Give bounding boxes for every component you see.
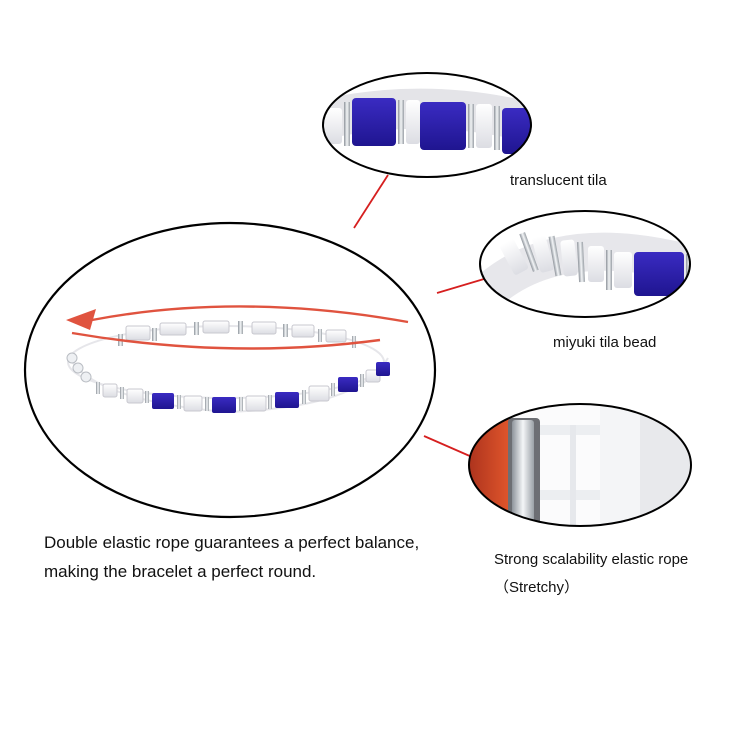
detail-miyuki-tila-bead [479, 210, 691, 318]
rotation-arrow [66, 305, 409, 350]
leader-lines [353, 174, 485, 458]
leader-line-2 [436, 278, 485, 294]
leader-line-1 [353, 174, 389, 229]
caption-line-1: Double elastic rope guarantees a perfect… [44, 533, 420, 552]
bracelet-back [67, 320, 385, 399]
leader-line-3 [423, 435, 473, 458]
caption-line-2: making the bracelet a perfect round. [44, 562, 317, 581]
callout-label-miyuki-tila-bead: miyuki tila bead [553, 334, 657, 351]
main-oval [23, 221, 437, 519]
main-caption: Double elastic rope guarantees a perfect… [44, 528, 419, 586]
elastic-rope-label: Strong scalability elastic rope [494, 551, 689, 568]
detail-translucent-tila [322, 72, 532, 178]
detail-elastic-rope [468, 403, 692, 527]
bracelet-front [66, 352, 390, 414]
callout-label-translucent-tila: translucent tila [510, 172, 607, 189]
callout-label-elastic-rope: Strong scalability elastic rope （Stretch… [494, 546, 688, 602]
elastic-rope-sublabel: （Stretchy） [494, 579, 580, 596]
